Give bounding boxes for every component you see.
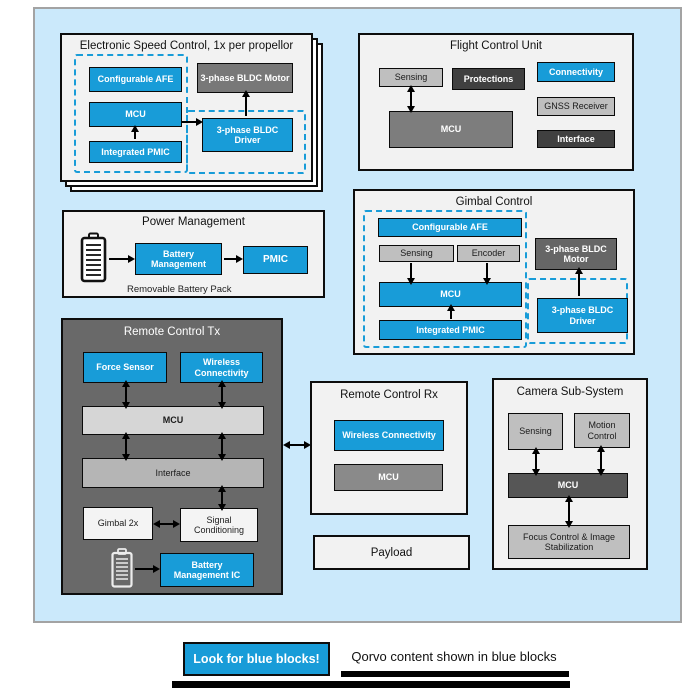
arrow-right-icon [224,254,243,263]
double-arrow-horizontal-icon [153,519,180,528]
esc-configurable-afe-block: Configurable AFE [89,67,182,92]
double-arrow-vertical-icon [596,445,605,476]
fcu-mcu-block: MCU [389,111,513,148]
double-arrow-vertical-icon [217,485,226,511]
gimbal-bldc-driver-block: 3-phase BLDC Driver [537,298,628,333]
double-arrow-vertical-icon [121,380,130,409]
fcu-protections-block: Protections [452,68,525,90]
gimbal-sensing-block: Sensing [379,245,454,262]
arrow-down-icon [482,263,491,285]
esc-title: Electronic Speed Control, 1x per propell… [79,40,294,52]
tx-battery-management-ic-block: Battery Management IC [160,553,254,587]
look-for-blue-blocks-button: Look for blue blocks! [183,642,330,676]
camera-motion-control-block: Motion Control [574,413,630,448]
tx-title: Remote Control Tx [123,326,221,338]
rx-title: Remote Control Rx [340,389,438,401]
camera-panel: Camera Sub-System Sensing Motion Control… [492,378,648,570]
double-arrow-vertical-icon [564,495,573,528]
gimbal-encoder-block: Encoder [457,245,520,262]
tx-wireless-connectivity-block: Wireless Connectivity [180,352,263,383]
fcu-gnss-receiver-block: GNSS Receiver [537,97,615,116]
legend-bottom-bar [172,681,570,688]
tx-signal-conditioning-block: Signal Conditioning [180,508,258,542]
legend-caption: Qorvo content shown in blue blocks [351,649,557,664]
tx-rx-double-arrow-icon [283,440,311,449]
double-arrow-vertical-icon [406,85,415,113]
double-arrow-vertical-icon [217,432,226,461]
gimbal-configurable-afe-block: Configurable AFE [378,218,522,237]
tx-gimbal-2x-block: Gimbal 2x [83,507,153,540]
battery-icon [80,232,107,283]
power-pmic-block: PMIC [243,246,308,274]
double-arrow-vertical-icon [217,380,226,409]
rx-panel: Remote Control Rx Wireless Connectivity … [310,381,468,515]
arrow-right-icon [135,564,160,573]
gimbal-title: Gimbal Control [455,196,533,208]
payload-panel: Payload [313,535,470,570]
legend-underline-bar [341,671,569,677]
gimbal-integrated-pmic-block: Integrated PMIC [379,320,522,340]
double-arrow-vertical-icon [121,432,130,461]
camera-sensing-block: Sensing [508,413,563,450]
camera-focus-control-block: Focus Control & Image Stabilization [508,525,630,559]
arrow-down-icon [406,263,415,285]
payload-title: Payload [370,546,413,559]
rx-wireless-connectivity-block: Wireless Connectivity [334,420,444,451]
removable-battery-caption: Removable Battery Pack [127,284,232,295]
power-panel: Power Management Battery Management PMIC… [62,210,325,298]
tx-mcu-block: MCU [82,406,264,435]
rx-mcu-block: MCU [334,464,443,491]
arrow-right-icon [109,254,135,263]
fcu-title: Flight Control Unit [449,40,543,52]
fcu-connectivity-block: Connectivity [537,62,615,82]
camera-title: Camera Sub-System [516,386,624,398]
esc-bldc-driver-block: 3-phase BLDC Driver [202,118,293,152]
gimbal-qorvo-group-outline [363,210,527,348]
fcu-panel: Flight Control Unit Sensing Protections … [358,33,634,171]
power-battery-management-block: Battery Management [135,243,222,275]
double-arrow-vertical-icon [531,447,540,476]
esc-integrated-pmic-block: Integrated PMIC [89,141,182,163]
arrow-up-icon [241,90,250,116]
esc-bldc-motor-block: 3-phase BLDC Motor [197,63,293,93]
arrow-up-icon [130,125,139,139]
gimbal-panel: Gimbal Control Configurable AFE Sensing … [353,189,635,355]
esc-panel: Electronic Speed Control, 1x per propell… [60,33,313,182]
tx-force-sensor-block: Force Sensor [83,352,167,383]
arrow-up-icon [446,304,455,319]
power-title: Power Management [142,216,245,228]
tx-panel: Remote Control Tx Force Sensor Wireless … [61,318,283,595]
battery-icon [111,548,133,588]
gimbal-mcu-block: MCU [379,282,522,307]
gimbal-bldc-motor-block: 3-phase BLDC Motor [535,238,617,270]
tx-interface-block: Interface [82,458,264,488]
fcu-interface-block: Interface [537,130,615,148]
arrow-up-icon [574,267,583,296]
arrow-right-icon [182,117,203,126]
esc-mcu-block: MCU [89,102,182,127]
